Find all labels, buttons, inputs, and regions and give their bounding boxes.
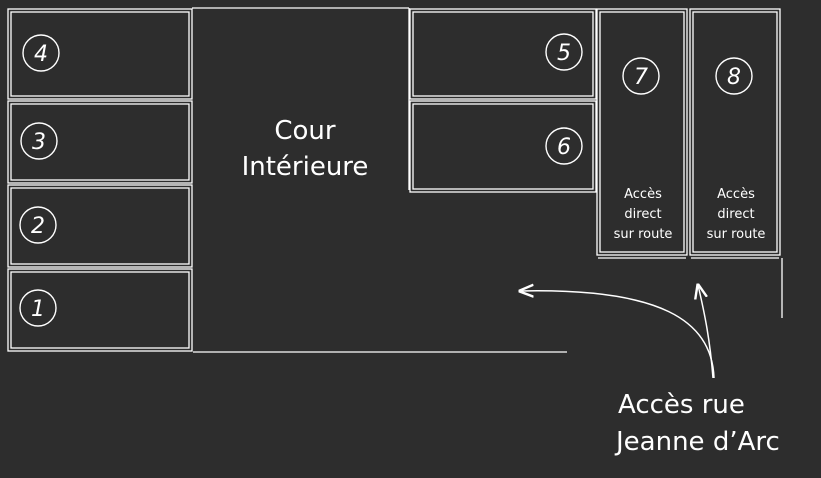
- unit-number-circle: [545, 33, 583, 71]
- unit-number-circle: [545, 127, 583, 165]
- unit-2[interactable]: 2: [7, 184, 193, 268]
- unit-number-circle: [715, 57, 753, 95]
- street-access-label-line1: Accès rue: [618, 390, 745, 420]
- unit-number: 7: [634, 65, 648, 90]
- courtyard-label-line2: Intérieure: [242, 152, 369, 182]
- unit-number: 5: [557, 41, 571, 66]
- unit-number-circle: [22, 34, 60, 72]
- unit-3[interactable]: 3: [7, 100, 193, 184]
- road-access-note-line2: direct: [717, 207, 754, 222]
- unit-8[interactable]: 8 Accès direct sur route: [689, 8, 781, 259]
- road-access-note-line3: sur route: [707, 227, 766, 242]
- courtyard-outline: [192, 7, 567, 353]
- unit-number-circle: [19, 206, 57, 244]
- unit-5[interactable]: 5: [409, 8, 597, 100]
- courtyard-label-line1: Cour: [274, 116, 336, 146]
- arrow-up-icon: [520, 291, 715, 379]
- unit-7[interactable]: 7 Accès direct sur route: [596, 8, 688, 259]
- unit-number-circle: [20, 122, 58, 160]
- road-access-note-line1: Accès: [624, 187, 662, 202]
- unit-number: 3: [32, 130, 46, 155]
- unit-number: 2: [31, 214, 45, 239]
- road-access-note-line3: sur route: [614, 227, 673, 242]
- unit-number-circle: [622, 57, 660, 95]
- unit-number: 6: [557, 135, 571, 160]
- road-access-note-line1: Accès: [717, 187, 755, 202]
- unit-1[interactable]: 1: [7, 268, 193, 352]
- street-access-label-line2: Jeanne d’Arc: [614, 427, 780, 457]
- unit-number: 4: [34, 42, 48, 67]
- arrow-up-icon: [698, 285, 714, 379]
- road-access-note-line2: direct: [624, 207, 661, 222]
- unit-number: 1: [31, 297, 45, 322]
- unit-4[interactable]: 4: [7, 8, 193, 100]
- unit-number: 8: [727, 65, 741, 90]
- unit-number-circle: [19, 289, 57, 327]
- unit-6[interactable]: 6: [409, 100, 597, 193]
